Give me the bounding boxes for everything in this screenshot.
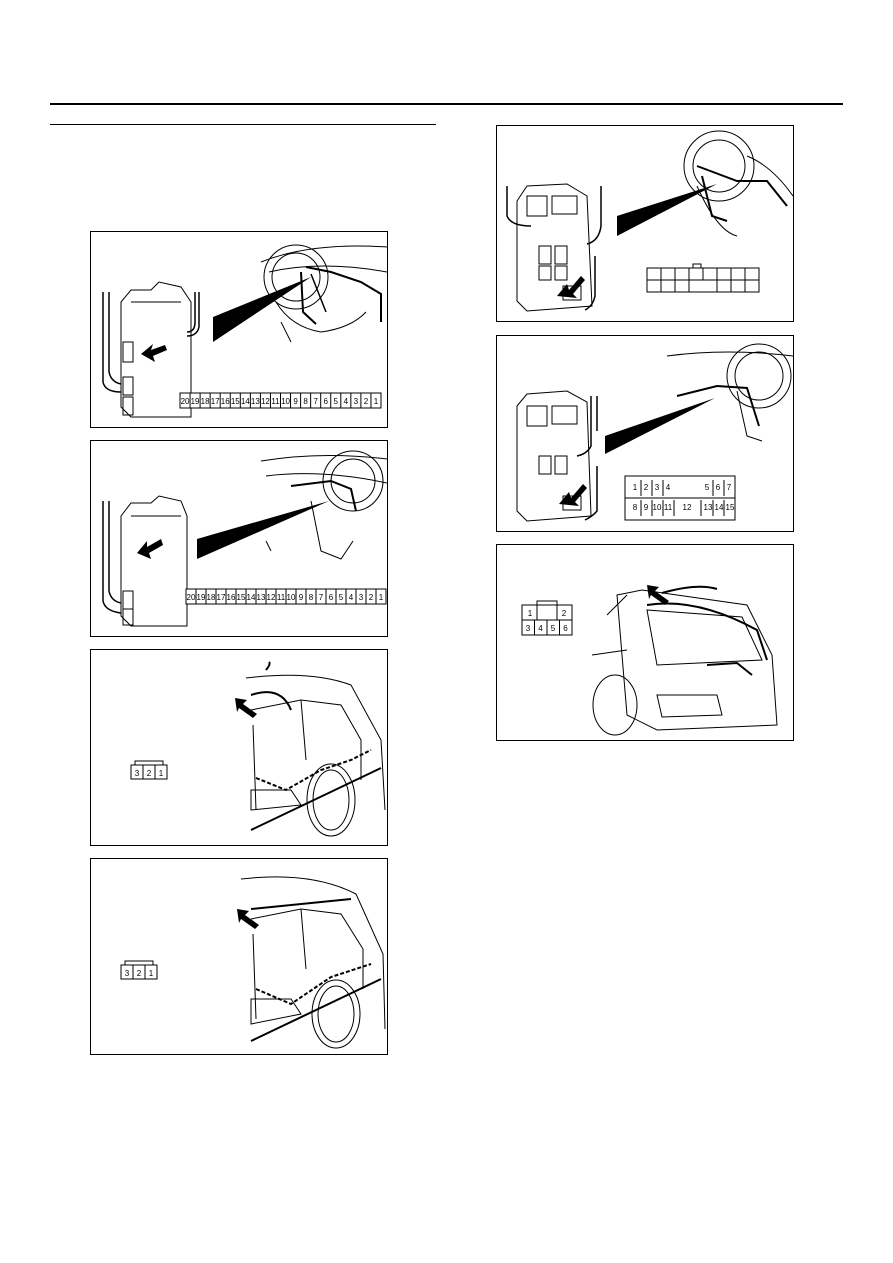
connector-pin-label: 5: [705, 483, 710, 492]
connector-pin-label: 8: [303, 397, 308, 406]
connector-pin-label: 11: [271, 397, 280, 406]
connector-pin-label: 8: [309, 593, 314, 602]
connector-pin-label: 13: [704, 503, 713, 512]
connector-pin-label: 2: [137, 969, 142, 978]
connector-pin-label: 18: [207, 593, 216, 602]
connector-pin-label: 10: [287, 593, 296, 602]
connector-pin-label: 6: [563, 624, 568, 633]
connector-22pin-p5: [646, 263, 760, 293]
connector-pin-label: 7: [319, 593, 324, 602]
rear-quarter-illustration-2: [237, 876, 386, 1049]
connector-pin-label: 15: [726, 503, 735, 512]
rear-quarter-illustration: [235, 661, 386, 837]
connector-pin-label: 15: [231, 397, 240, 406]
connector-pin-label: 17: [217, 593, 226, 602]
connector-pin-label: 9: [299, 593, 304, 602]
connector-pin-label: 4: [538, 624, 543, 633]
connector-pin-label: 13: [257, 593, 266, 602]
connector-pin-label: 13: [251, 397, 260, 406]
connector-pin-label: 8: [633, 503, 638, 512]
connector-pin-label: 17: [211, 397, 220, 406]
connector-pin-label: 6: [329, 593, 334, 602]
connector-pin-label: 16: [221, 397, 230, 406]
connector-pin-label: 5: [551, 624, 556, 633]
connector-pin-label: 2: [562, 609, 567, 618]
connector-pin-label: 11: [277, 593, 286, 602]
connector-pin-label: 1: [374, 397, 379, 406]
connector-pin-label: 14: [241, 397, 250, 406]
connector-pin-label: 14: [715, 503, 724, 512]
connector-pin-label: 1: [633, 483, 638, 492]
connector-pin-label: 12: [261, 397, 270, 406]
connector-pin-label: 2: [644, 483, 649, 492]
relay-box-illustration-2: [102, 450, 387, 627]
section-rule: [50, 124, 436, 125]
connector-pin-label: 20: [187, 593, 196, 602]
connector-pin-label: 4: [666, 483, 671, 492]
connector-pin-label: 3: [655, 483, 660, 492]
connector-pin-label: 2: [369, 593, 374, 602]
connector-pin-label: 12: [267, 593, 276, 602]
connector-pin-label: 14: [247, 593, 256, 602]
connector-pin-label: 11: [664, 503, 673, 512]
relay-box-illustration: [102, 244, 387, 418]
connector-pin-label: 19: [191, 397, 200, 406]
connector-pin-label: 3: [125, 969, 130, 978]
connector-pin-label: 9: [644, 503, 649, 512]
connector-pin-label: 7: [313, 397, 318, 406]
connector-pin-label: 20: [181, 397, 190, 406]
connector-pin-label: 1: [528, 609, 533, 618]
connector-pin-label: 1: [379, 593, 384, 602]
connector-pin-label: 3: [359, 593, 364, 602]
fuse-box-illustration: [506, 130, 793, 312]
connector-pin-label: 1: [159, 769, 164, 778]
figure-panel-5: [496, 125, 794, 322]
connector-pin-label: 4: [349, 593, 354, 602]
connector-pin-label: 12: [683, 503, 692, 512]
connector-pin-label: 2: [364, 397, 369, 406]
connector-pin-label: 10: [281, 397, 290, 406]
connector-pin-label: 6: [716, 483, 721, 492]
connector-pin-label: 2: [147, 769, 152, 778]
connector-pin-label: 16: [227, 593, 236, 602]
connector-pin-label: 1: [149, 969, 154, 978]
connector-pin-label: 3: [526, 624, 531, 633]
connector-pin-label: 4: [344, 397, 349, 406]
connector-pin-label: 15: [237, 593, 246, 602]
connector-pin-label: 19: [197, 593, 206, 602]
header-rule: [50, 103, 843, 105]
connector-pin-label: 3: [354, 397, 359, 406]
tailgate-illustration: [591, 585, 778, 736]
connector-pin-label: 5: [334, 397, 339, 406]
connector-pin-label: 3: [135, 769, 140, 778]
connector-pin-label: 5: [339, 593, 344, 602]
connector-pin-label: 9: [293, 397, 298, 406]
fuse-box-illustration-2: [516, 343, 793, 522]
connector-pin-label: 6: [323, 397, 328, 406]
connector-pin-label: 18: [201, 397, 210, 406]
connector-pin-label: 10: [653, 503, 662, 512]
connector-pin-label: 7: [727, 483, 732, 492]
